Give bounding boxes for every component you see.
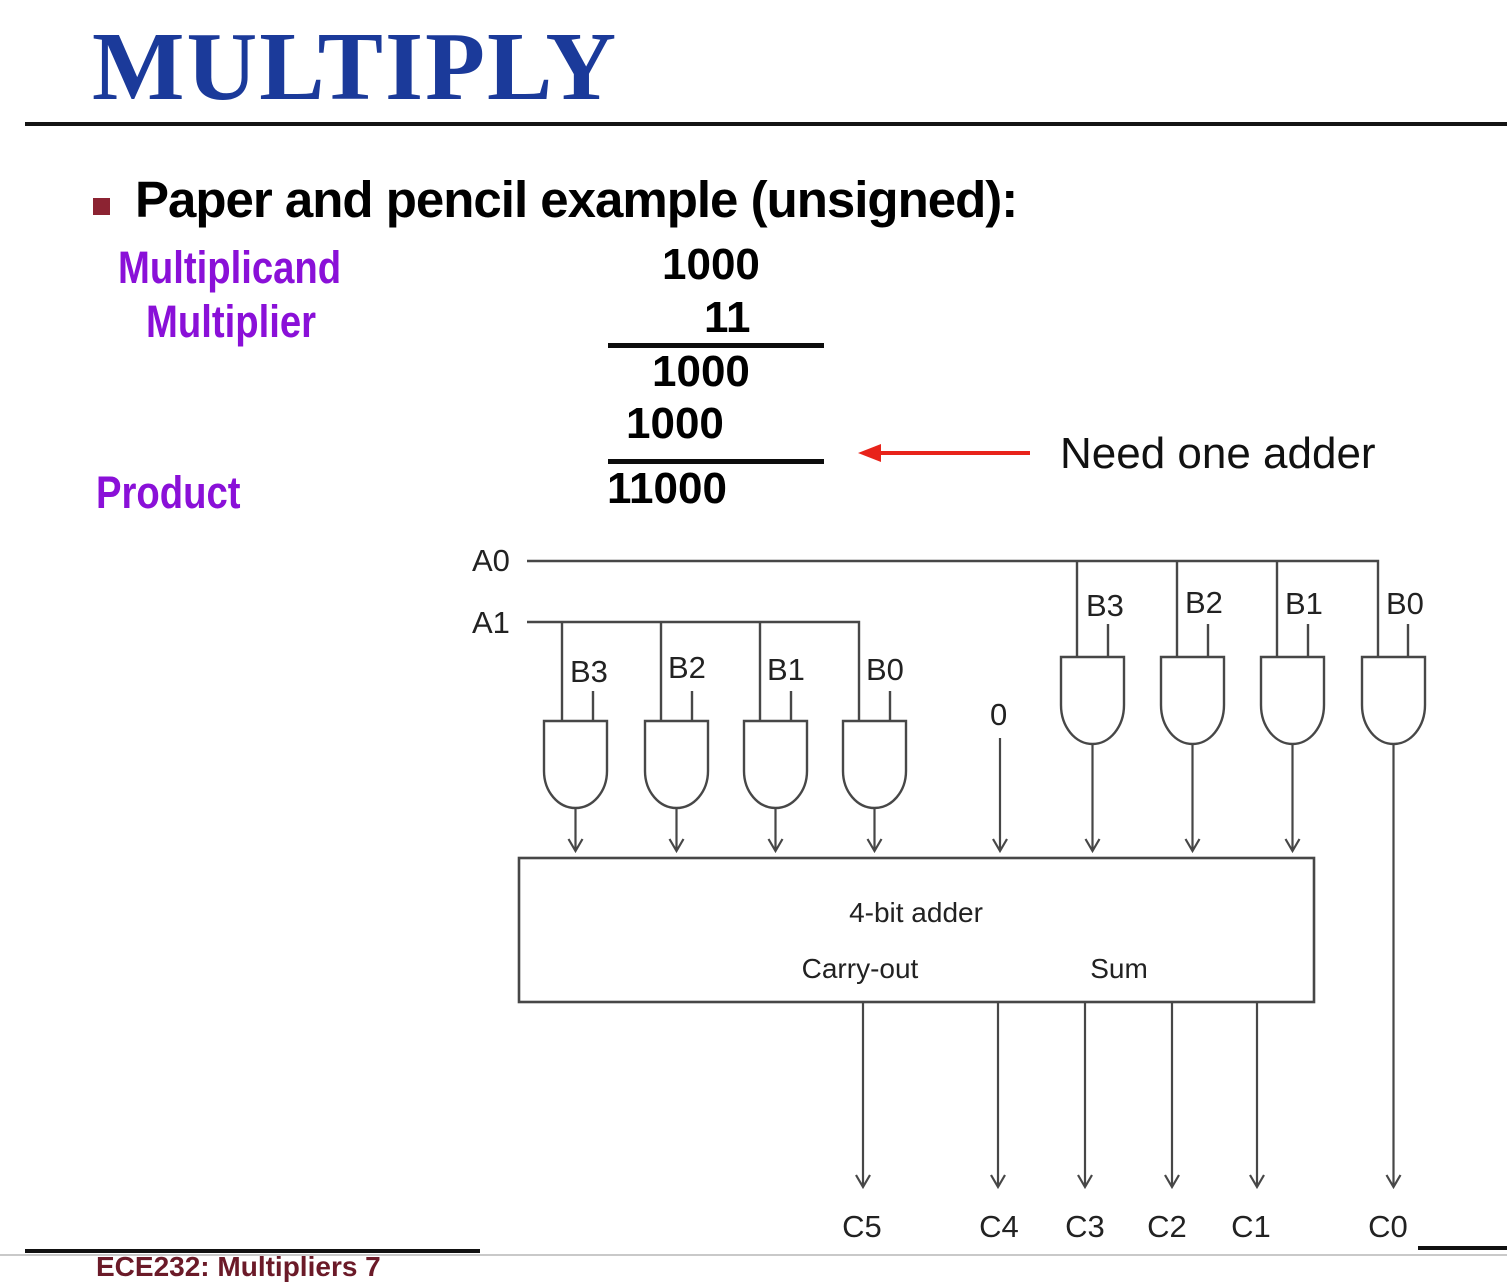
- a0-gate-risers: [1075, 561, 1279, 657]
- multiplier-label: Multiplier: [146, 296, 316, 347]
- sum-line-1: [608, 343, 824, 348]
- carry-out-label: Carry-out: [802, 953, 919, 984]
- zero-input-label: 0: [990, 697, 1007, 732]
- bullet-text: Paper and pencil example (unsigned):: [135, 171, 1018, 228]
- c4-label: C4: [979, 1209, 1019, 1244]
- left-b0-label: B0: [866, 652, 904, 687]
- product-label: Product: [96, 467, 241, 518]
- adder-input-arrows: [567, 738, 1301, 854]
- right-b-input-stubs: [1106, 624, 1410, 657]
- a0-bus-wire: [527, 559, 1380, 657]
- adder-label: 4-bit adder: [849, 897, 983, 928]
- bullet-icon: [93, 198, 110, 215]
- footer-divider-gray: [0, 1254, 1507, 1256]
- c0-label: C0: [1368, 1209, 1408, 1244]
- right-b3-label: B3: [1086, 588, 1124, 623]
- and-gate-a0-b1: [1259, 655, 1326, 746]
- multiplicand-value: 1000: [662, 240, 760, 289]
- partial-product-2: 1000: [626, 399, 724, 448]
- right-b2-label: B2: [1185, 585, 1223, 620]
- title-divider: [25, 122, 1507, 126]
- and-gate-a0-b0: [1360, 655, 1427, 746]
- and-gate-a0-b3: [1059, 655, 1126, 746]
- partial-product-1: 1000: [652, 347, 750, 396]
- sum-line-2: [608, 459, 824, 464]
- left-b2-label: B2: [668, 650, 706, 685]
- footer-divider-left: [25, 1249, 480, 1253]
- red-arrow-head-icon: [858, 444, 881, 462]
- left-b-input-stubs: [591, 691, 892, 721]
- right-b0-label: B0: [1386, 586, 1424, 621]
- and-gate-a1-b1: [742, 719, 809, 810]
- a1-label: A1: [472, 605, 510, 640]
- multiplier-circuit-diagram: A0 A1 B3 B2 B1 B0 B3 B2 B1 B0 0 4-bit ad…: [472, 444, 1427, 1244]
- c5-label: C5: [842, 1209, 882, 1244]
- red-arrow: [858, 444, 1030, 462]
- right-b1-label: B1: [1285, 586, 1323, 621]
- a1-bus-wire: [527, 620, 861, 721]
- adder-output-arrows: [855, 1002, 1265, 1190]
- c2-label: C2: [1147, 1209, 1187, 1244]
- need-one-adder-text: Need one adder: [1060, 429, 1376, 478]
- left-b3-label: B3: [570, 654, 608, 689]
- c1-label: C1: [1231, 1209, 1271, 1244]
- sum-label: Sum: [1090, 953, 1148, 984]
- and-gate-a1-b0: [841, 719, 908, 810]
- four-bit-adder-box: [517, 856, 1316, 1004]
- a1-gate-risers: [560, 622, 762, 721]
- and-gate-a1-b3: [542, 719, 609, 810]
- product-value: 11000: [607, 464, 727, 513]
- a0-label: A0: [472, 543, 510, 578]
- multiplier-value: 11: [704, 293, 751, 342]
- and-gate-a0-b2: [1159, 655, 1226, 746]
- and-gate-a1-b2: [643, 719, 710, 810]
- page-title: MULTIPLY: [92, 13, 619, 121]
- left-b1-label: B1: [767, 652, 805, 687]
- footer-divider-right: [1418, 1246, 1507, 1250]
- c3-label: C3: [1065, 1209, 1105, 1244]
- footer-text: ECE232: Multipliers 7: [96, 1251, 381, 1282]
- multiplicand-label: Multiplicand: [118, 242, 342, 293]
- c0-bypass-arrow: [1385, 744, 1402, 1190]
